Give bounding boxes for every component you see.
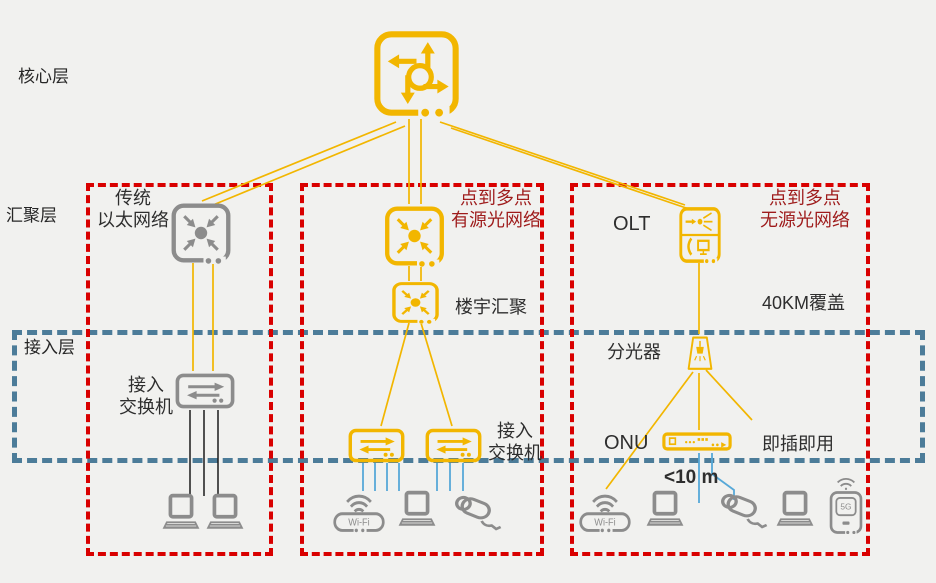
laptop-icon [642,488,688,534]
core-router-icon [373,30,460,117]
aggregation-switch-icon [170,202,232,264]
access-switch-label-2: 接入 交换机 [483,420,547,464]
pon-aggregation-switch-icon [383,205,446,267]
title-line-2: 以太网络 [97,210,169,230]
plug-and-play-label: 即插即用 [762,434,834,454]
building-aggregation-switch-icon [391,281,440,324]
coverage-label: 40KM覆盖 [762,293,846,313]
traditional-ethernet-zone [86,183,273,556]
wifi-label: Wi-Fi [348,517,369,529]
title-line-1: 传统 [115,188,151,208]
aggregation-layer-label: 汇聚层 [6,206,57,225]
access-switch-icon [425,427,482,464]
5g-cpe-icon: 5G [824,477,868,537]
olt-label: OLT [613,213,651,235]
label-line-2: 交换机 [119,397,173,417]
traditional-ethernet-title: 传统 以太网络 [90,187,176,231]
label-line-2: 交换机 [488,443,542,463]
splitter-label: 分光器 [607,342,661,362]
camera-icon [448,486,504,536]
access-switch-icon [175,371,235,411]
onu-icon [662,430,732,453]
laptop-icon [202,491,248,537]
5g-label: 5G [840,502,851,512]
olt-icon [676,206,724,264]
access-switch-icon [348,427,405,464]
onu-label: ONU [604,432,649,454]
title-line-1: 点到多点 [460,188,532,208]
building-aggregation-label: 楼宇汇聚 [455,297,527,317]
laptop-icon [158,491,204,537]
active-optical-zone [300,183,544,556]
label-line-1: 接入 [128,375,164,395]
passive-optical-title: 点到多点 无源光网络 [748,187,862,231]
wifi-ap-icon: Wi-Fi [578,484,632,534]
laptop-icon [394,488,440,534]
access-layer-label: 接入层 [24,338,75,357]
camera-icon [714,484,770,534]
title-line-2: 有源光网络 [451,210,541,230]
wifi-ap-icon: Wi-Fi [332,484,386,534]
title-line-1: 点到多点 [769,188,841,208]
access-switch-label-1: 接入 交换机 [114,374,178,418]
title-line-2: 无源光网络 [760,210,850,230]
distance-label: <10 m [664,467,719,488]
passive-optical-zone [570,183,870,556]
label-line-1: 接入 [497,421,533,441]
active-optical-title: 点到多点 有源光网络 [441,187,551,231]
wifi-label: Wi-Fi [594,517,615,529]
optical-splitter-icon [681,335,719,373]
laptop-icon [772,488,818,534]
core-layer-label: 核心层 [18,67,69,86]
